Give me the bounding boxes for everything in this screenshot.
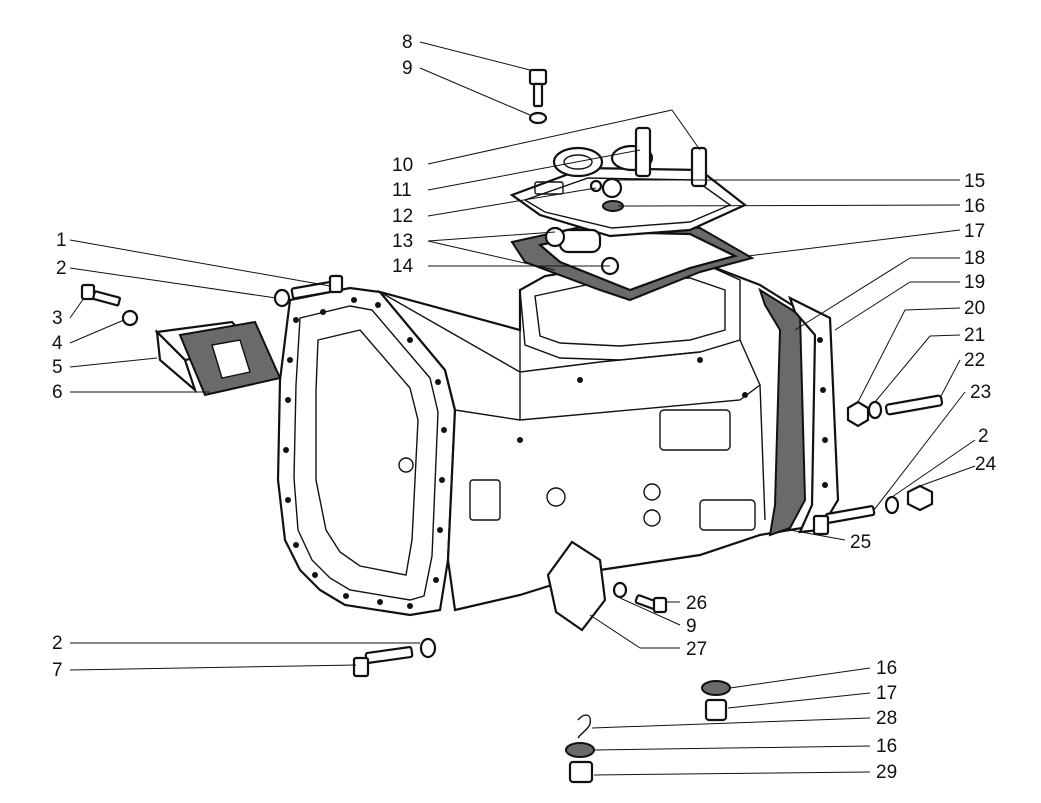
callout-17: 17 bbox=[964, 221, 985, 242]
callout-22: 22 bbox=[964, 350, 985, 371]
callout-24: 24 bbox=[975, 454, 997, 475]
loose-parts bbox=[80, 68, 944, 784]
callout-2: 2 bbox=[978, 426, 989, 447]
callout-3: 3 bbox=[52, 308, 63, 329]
callout-23: 23 bbox=[970, 382, 991, 403]
callout-19: 19 bbox=[964, 272, 985, 293]
callout-2: 2 bbox=[56, 258, 67, 279]
callout-11: 11 bbox=[392, 180, 412, 201]
callout-15: 15 bbox=[964, 171, 985, 192]
callout-2: 2 bbox=[52, 633, 63, 654]
callout-16: 16 bbox=[876, 658, 897, 679]
bolt-1 bbox=[273, 274, 344, 308]
callout-28: 28 bbox=[876, 708, 897, 729]
callout-labels: 8 9 10 11 12 13 14 15 16 17 18 19 20 21 … bbox=[52, 32, 997, 783]
callout-29: 29 bbox=[876, 762, 897, 783]
callout-26: 26 bbox=[686, 593, 707, 614]
callout-13: 13 bbox=[392, 231, 413, 252]
callout-17: 17 bbox=[876, 683, 897, 704]
callout-9: 9 bbox=[686, 616, 697, 637]
callout-21: 21 bbox=[964, 325, 985, 346]
bolt-8 bbox=[528, 68, 548, 125]
callout-8: 8 bbox=[402, 32, 413, 53]
flange-bolt-holes bbox=[283, 297, 828, 609]
callout-16: 16 bbox=[876, 736, 897, 757]
callout-14: 14 bbox=[392, 256, 414, 277]
cover-plate-5 bbox=[154, 320, 282, 397]
callout-7: 7 bbox=[52, 660, 63, 681]
callout-6: 6 bbox=[52, 382, 63, 403]
callout-27: 27 bbox=[686, 639, 707, 660]
callout-4: 4 bbox=[52, 333, 63, 354]
callout-16: 16 bbox=[964, 196, 985, 217]
callout-18: 18 bbox=[964, 248, 985, 269]
gearbox-housing bbox=[276, 260, 840, 617]
callout-1: 1 bbox=[56, 230, 67, 251]
screw-3 bbox=[80, 283, 139, 327]
callout-12: 12 bbox=[392, 206, 413, 227]
callout-10: 10 bbox=[392, 155, 413, 176]
callout-25: 25 bbox=[850, 532, 871, 553]
top-cover-assembly bbox=[509, 126, 755, 302]
callout-5: 5 bbox=[52, 357, 63, 378]
leader-lines bbox=[69, 41, 976, 776]
callout-9: 9 bbox=[402, 58, 413, 79]
callout-20: 20 bbox=[964, 298, 985, 319]
